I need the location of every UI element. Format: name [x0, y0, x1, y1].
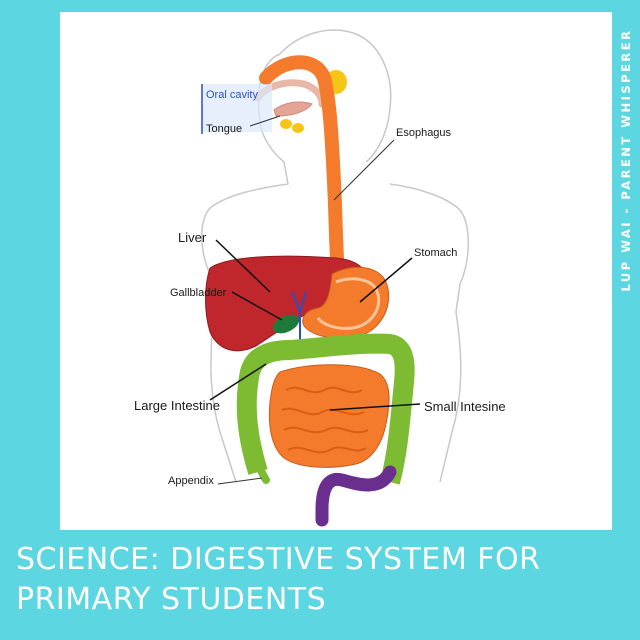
leader-large-intestine: [209, 363, 267, 401]
stomach-inner: [316, 277, 381, 330]
side-caption: LUP WAI - PARENT WHISPERER: [619, 28, 633, 292]
label-liver: Liver: [178, 230, 207, 245]
bile-duct: [291, 291, 307, 342]
title-line-1: SCIENCE: DIGESTIVE SYSTEM FOR: [16, 542, 541, 577]
esophagus: [259, 55, 345, 281]
digestive-system-diagram: Oral cavity Tongue Esophagus Liver Stoma…: [134, 29, 506, 527]
leader-liver: [215, 239, 271, 293]
oral-cavity-highlight: [202, 84, 272, 132]
label-gallbladder: Gallbladder: [170, 287, 227, 299]
tongue-shape: [273, 101, 313, 117]
leader-appendix: [217, 477, 263, 485]
appendix-shape: [246, 438, 270, 484]
label-tongue: Tongue: [206, 123, 242, 135]
label-small-intestine: Small Intesine: [424, 399, 506, 414]
label-esophagus: Esophagus: [396, 127, 452, 139]
salivary-gland-sub-1: [280, 119, 292, 129]
rectum: [315, 465, 397, 527]
label-large-intestine: Large Intestine: [134, 398, 220, 413]
label-stomach: Stomach: [414, 247, 457, 259]
small-intestine-coils: [281, 386, 369, 454]
leader-gallbladder: [231, 291, 283, 321]
leader-tongue: [249, 115, 281, 127]
leader-esophagus: [333, 139, 395, 201]
leader-stomach: [359, 257, 413, 303]
page-title: SCIENCE: DIGESTIVE SYSTEM FOR PRIMARY ST…: [16, 540, 626, 620]
diagram-panel: Oral cavity Tongue Esophagus Liver Stoma…: [60, 12, 612, 530]
leader-small-intestine: [329, 403, 421, 411]
salivary-gland-sub-2: [292, 123, 304, 133]
small-intestine: [268, 364, 390, 468]
label-appendix: Appendix: [168, 475, 214, 487]
title-line-2: PRIMARY STUDENTS: [16, 582, 327, 617]
label-oral-cavity: Oral cavity: [206, 89, 258, 101]
